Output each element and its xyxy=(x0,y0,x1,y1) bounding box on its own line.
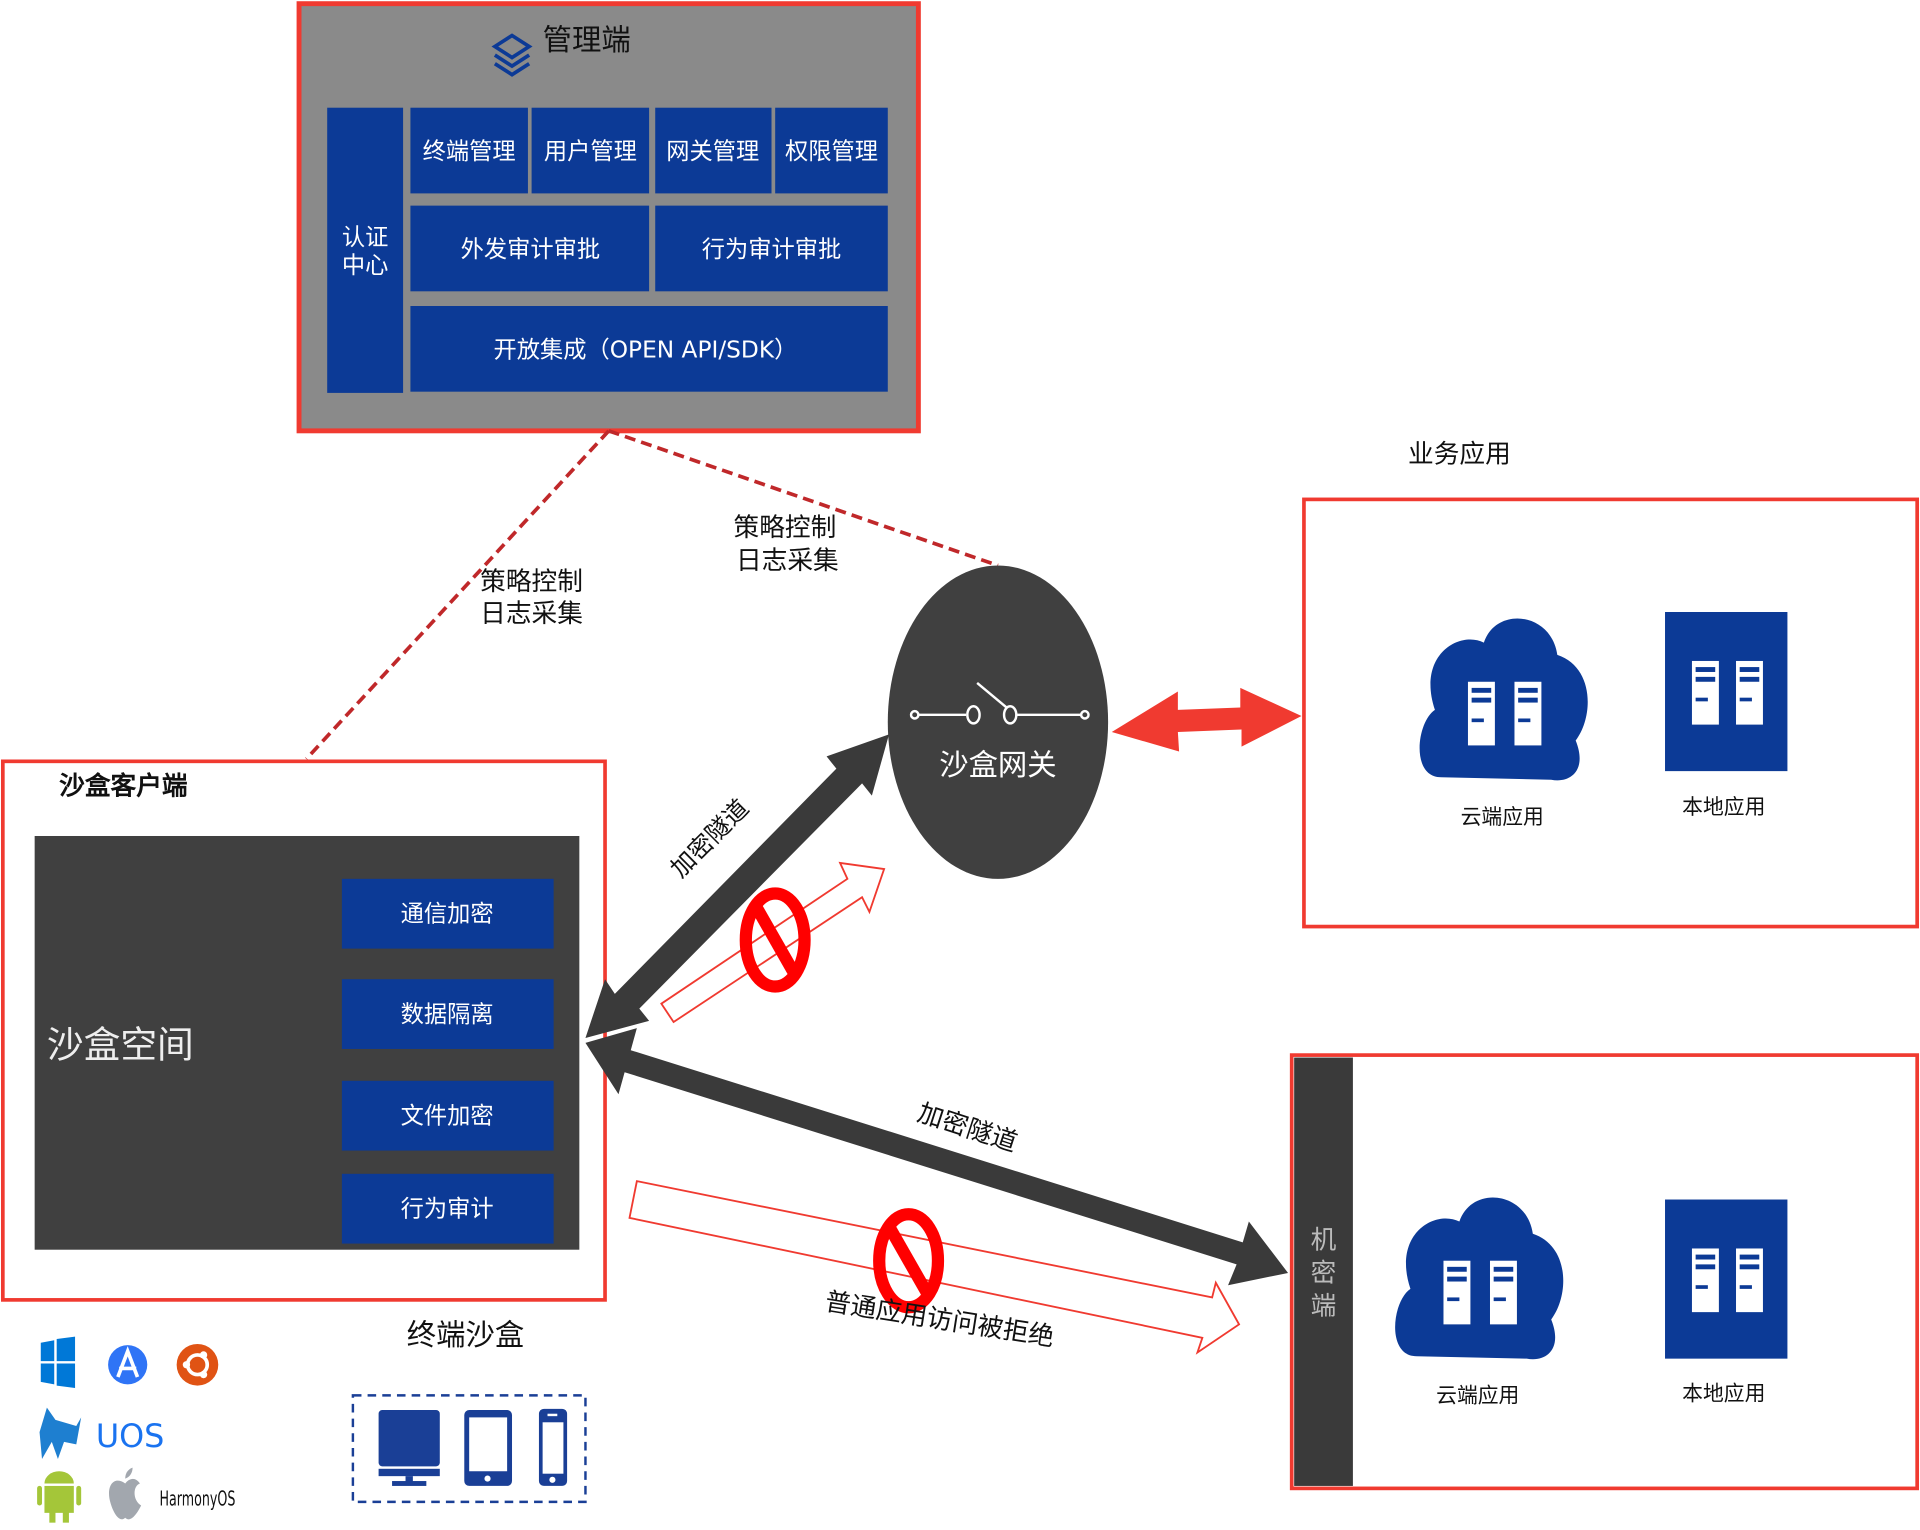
label: 开放集成（OPEN API/SDK） xyxy=(494,336,798,363)
phone-icon xyxy=(538,1408,568,1486)
harmonyos-label: HarmonyOS xyxy=(160,1487,236,1511)
mgmt-user[interactable] xyxy=(531,107,650,194)
cloud-app-label: 云端应用 xyxy=(1461,805,1544,829)
layers-icon xyxy=(491,33,533,77)
cloud-app-label: 云端应用 xyxy=(1436,1384,1519,1408)
local-app-label: 本地应用 xyxy=(1682,1381,1765,1405)
encrypted-tunnel-upper xyxy=(585,734,890,1038)
encrypted-tunnel-lower xyxy=(585,1028,1289,1286)
server-icon[interactable] xyxy=(1665,612,1788,772)
apple-icon xyxy=(109,1467,142,1520)
policy-links xyxy=(305,429,999,761)
secret-strip xyxy=(1294,1057,1353,1486)
label: 行为审计审批 xyxy=(702,236,842,263)
log-label: 日志采集 xyxy=(736,546,839,576)
server-icon[interactable] xyxy=(1665,1199,1788,1359)
mgmt-row1: 终端管理 用户管理 网关管理 权限管理 xyxy=(410,107,888,194)
sandbox-gateway[interactable]: 沙盒网关 xyxy=(887,565,1109,879)
label: 网关管理 xyxy=(666,138,759,165)
label: 数据隔离 xyxy=(401,1001,494,1028)
blocked-access-upper xyxy=(660,861,886,1024)
mgmt-open-api[interactable] xyxy=(410,306,888,392)
secret-apps-panel: 机 密 端 云端应用 本地应用 xyxy=(1289,1053,1920,1491)
label: 行为审计 xyxy=(401,1196,494,1223)
auth-center[interactable] xyxy=(327,107,404,393)
policy-label: 策略控制 xyxy=(734,513,837,543)
management-title: 管理端 xyxy=(543,23,631,57)
strip-label: 端 xyxy=(1311,1292,1337,1322)
management-panel: 管理端 认证 中心 终端管理 用户管理 网关管理 权限管理 外发审计审批 行为审… xyxy=(296,1,921,434)
ubuntu-icon xyxy=(176,1343,219,1386)
policy-label: 策略控制 xyxy=(480,567,583,597)
terminal-title: 终端沙盒 xyxy=(407,1318,524,1352)
mgmt-permission[interactable] xyxy=(775,107,888,194)
mgmt-behavior-audit[interactable] xyxy=(655,205,888,292)
client-title: 沙盒客户端 xyxy=(59,770,188,801)
local-app-label: 本地应用 xyxy=(1682,795,1765,819)
business-title: 业务应用 xyxy=(1408,440,1511,470)
mgmt-terminal[interactable] xyxy=(410,107,528,194)
feature-data-isolation[interactable] xyxy=(341,979,554,1049)
label: 终端管理 xyxy=(423,138,516,165)
label: 外发审计审批 xyxy=(461,236,601,263)
label: 权限管理 xyxy=(785,138,878,165)
label: 文件加密 xyxy=(401,1103,494,1130)
auth-center-label: 中心 xyxy=(342,252,389,279)
feature-file-encrypt[interactable] xyxy=(341,1080,554,1151)
strip-label: 密 xyxy=(1311,1259,1337,1289)
desktop-icon xyxy=(378,1410,440,1486)
windows-icon xyxy=(40,1336,76,1389)
os-icons: UOS HarmonyOS xyxy=(37,1336,236,1523)
uos-label: UOS xyxy=(96,1417,165,1455)
app-store-icon xyxy=(108,1345,148,1385)
switch-icon xyxy=(909,682,1090,725)
strip-label: 机 xyxy=(1311,1225,1337,1255)
label: 通信加密 xyxy=(401,901,494,928)
device-group xyxy=(351,1394,587,1504)
tablet-icon xyxy=(464,1410,513,1486)
cloud-app-icon[interactable] xyxy=(1395,1197,1564,1360)
auth-center-label: 认证 xyxy=(342,224,389,251)
sandbox-client-panel: 沙盒客户端 沙盒空间 通信加密 数据隔离 文件加密 行为审计 xyxy=(0,759,607,1302)
android-icon xyxy=(37,1471,82,1523)
business-apps-panel: 云端应用 本地应用 xyxy=(1302,497,1920,929)
feature-behavior-audit[interactable] xyxy=(341,1173,554,1244)
bidirectional-arrow xyxy=(1111,687,1302,752)
log-label: 日志采集 xyxy=(480,599,583,629)
mgmt-outbound-audit[interactable] xyxy=(410,205,650,292)
blocked-access-lower xyxy=(628,1180,1241,1355)
mgmt-gateway[interactable] xyxy=(655,107,772,194)
label: 用户管理 xyxy=(544,138,637,165)
uos-icon xyxy=(39,1407,82,1460)
cloud-app-icon[interactable] xyxy=(1419,618,1588,781)
feature-comm-encrypt[interactable] xyxy=(341,878,554,949)
sandbox-space-label: 沙盒空间 xyxy=(47,1024,194,1067)
gateway-label: 沙盒网关 xyxy=(939,748,1056,782)
